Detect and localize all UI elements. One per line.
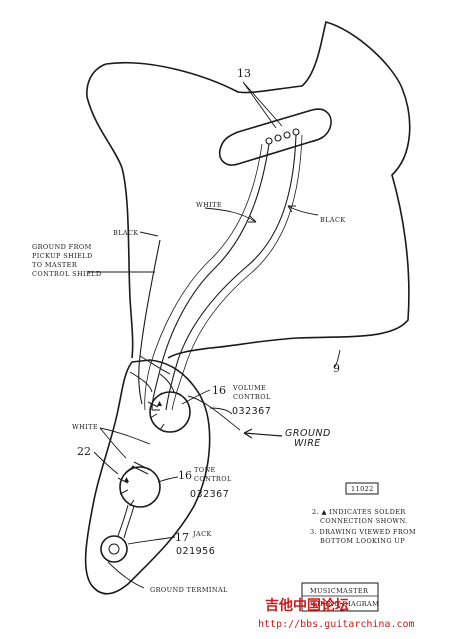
ground-wire-label-2: WIRE [294, 438, 321, 449]
leader-lines [88, 205, 341, 589]
ground-wire-lead [187, 395, 241, 431]
volume-pot-lugs [147, 401, 165, 431]
black-wire-label: BLACK [320, 216, 346, 224]
ground-terminal-label: GROUND TERMINAL [150, 586, 228, 594]
title-block [301, 582, 379, 612]
white-wire-label: WHITE [196, 201, 222, 209]
tone-label-line-1: TONE [194, 466, 216, 474]
tone-label-line-2: CONTROL [194, 475, 232, 483]
watermark-url: http://bbs.guitarchina.com [258, 619, 415, 630]
volume-number: 16 [212, 384, 226, 397]
tone-part-number: 032367 [190, 489, 229, 500]
output-jack [100, 535, 128, 563]
black-ground-label: BLACK [113, 229, 139, 237]
ground-note-line-3: TO MASTER [32, 261, 78, 269]
control-plate-outline [84, 359, 211, 595]
jack-label: JACK [192, 530, 212, 538]
black-wire-edge [171, 134, 303, 411]
volume-label-line-2: CONTROL [233, 393, 271, 401]
black-wire [165, 134, 297, 411]
pickup-solder-lugs [265, 128, 300, 145]
title-block-line-2: WIRING DIAGRAM [310, 600, 379, 608]
title-block-line-1: MUSICMASTER [310, 587, 369, 595]
jack-number: 17 [175, 531, 189, 544]
note-line-1: 2. ▲ INDICATES SOLDER [312, 508, 406, 516]
ground-wire-label-1: GROUND [285, 428, 331, 439]
note-line-3: 3. DRAWING VIEWED FROM [310, 528, 416, 536]
white-wire-edge [144, 143, 263, 411]
pickguard-number: 9 [333, 362, 340, 375]
white-lower-label: WHITE [72, 423, 98, 431]
note-line-4: BOTTOM LOOKING UP [320, 537, 405, 545]
pickguard-outline [105, 21, 411, 359]
ground-note-line-4: CONTROL SHIELD [32, 270, 102, 278]
watermark-site-name: 吉他中国论坛 [265, 597, 349, 614]
tone-capacitor [125, 461, 151, 475]
pickup-number: 13 [237, 67, 251, 80]
volume-label-line-1: VOLUME [232, 384, 266, 392]
solder-mark-volume [157, 401, 162, 406]
white-wire-arrow [248, 215, 257, 223]
ground-shield-wire-lower [139, 355, 171, 375]
drawing-number: 11022 [351, 485, 374, 493]
ground-wire-arrow [243, 428, 283, 439]
ground-note: GROUND FROM PICKUP SHIELD TO MASTER CONT… [32, 243, 102, 278]
output-jack-hole [108, 543, 120, 555]
black-wire-arrow [287, 205, 296, 213]
ground-shield-wire [138, 239, 161, 405]
ground-note-line-2: PICKUP SHIELD [32, 252, 93, 260]
white-wire [151, 143, 270, 411]
ground-note-line-1: GROUND FROM [32, 243, 92, 251]
cross-wire [129, 371, 175, 393]
tone-number: 16 [178, 469, 192, 482]
pickup-outline [218, 108, 332, 166]
tone-pot [119, 466, 161, 508]
notes: 2. ▲ INDICATES SOLDER CONNECTION SHOWN. … [310, 508, 416, 545]
jack-part-number: 021956 [176, 546, 215, 557]
pickup-leader [242, 81, 283, 129]
pickguard-upper-horn [86, 63, 134, 359]
volume-part-number: 032367 [232, 406, 271, 417]
volume-pot [149, 391, 191, 433]
drawing-number-box [345, 482, 379, 495]
solder-mark-tone [124, 477, 129, 482]
jack-wire [117, 504, 135, 539]
tone-pot-lugs [117, 477, 135, 507]
tone-item-number: 22 [77, 445, 91, 458]
note-line-2: CONNECTION SHOWN. [320, 517, 408, 525]
